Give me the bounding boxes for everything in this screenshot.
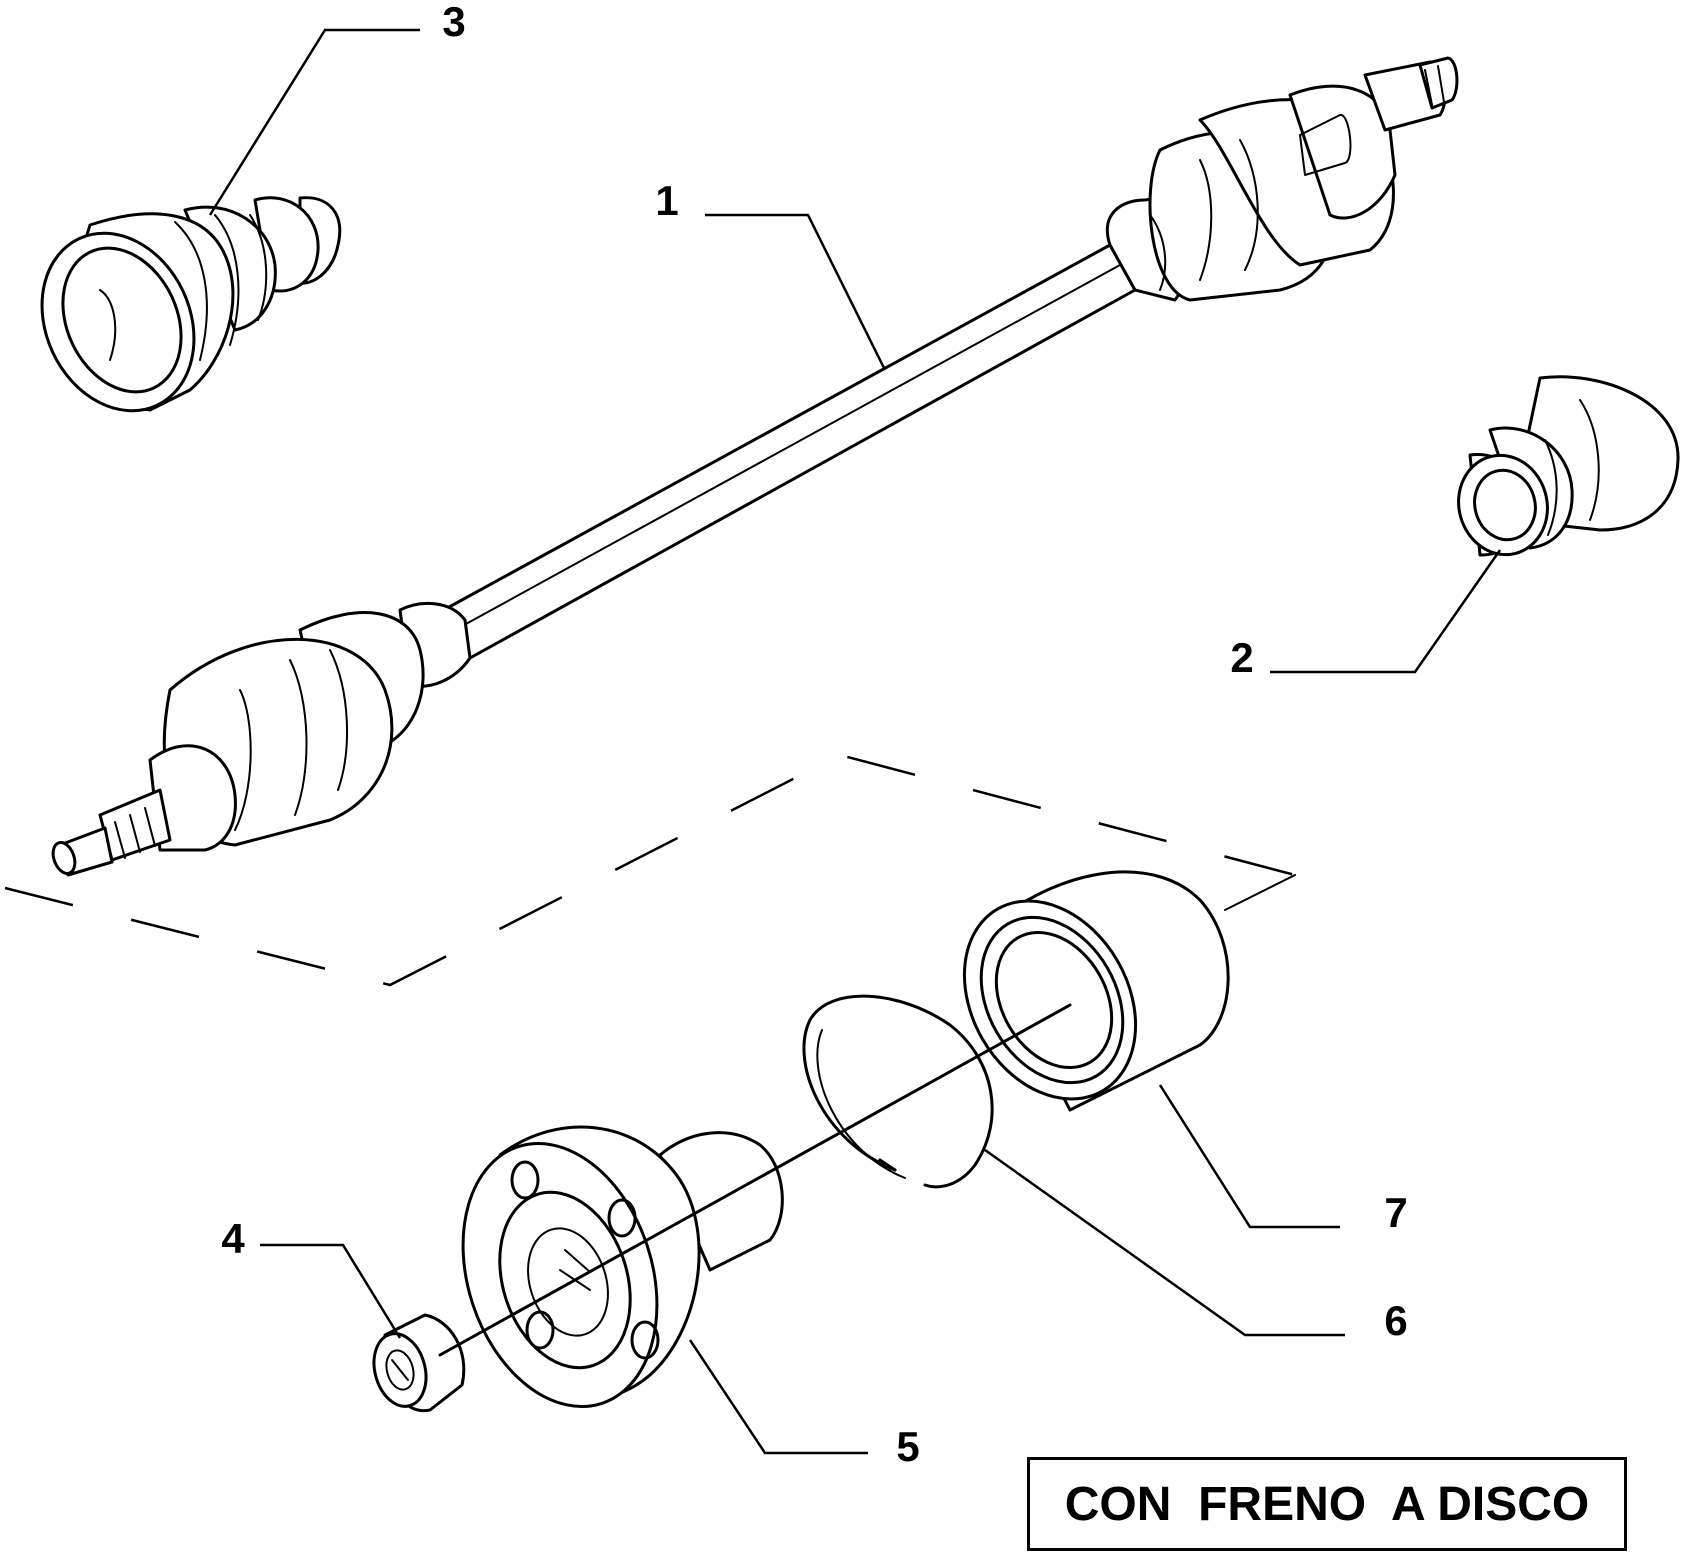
part-6-circlip xyxy=(802,994,994,1189)
part-5-wheel-hub xyxy=(461,1125,784,1409)
callout-5: 5 xyxy=(896,1423,919,1470)
callout-7: 7 xyxy=(1384,1189,1407,1236)
part-3-cv-joint-boot xyxy=(40,196,342,413)
part-2-boot xyxy=(1457,375,1680,557)
leader-lines xyxy=(208,28,1502,1455)
callout-6: 6 xyxy=(1384,1297,1407,1344)
part-1-drive-shaft xyxy=(51,56,1459,877)
leader-6 xyxy=(984,1148,1345,1337)
callout-4: 4 xyxy=(221,1215,245,1262)
part-7-wheel-bearing xyxy=(962,870,1230,1112)
assembly-axis-line xyxy=(438,1003,1072,1357)
leader-4 xyxy=(260,1243,402,1339)
leader-3 xyxy=(208,28,420,216)
callout-2: 2 xyxy=(1230,634,1253,681)
note-box: CON FRENO A DISCO xyxy=(1027,1457,1627,1551)
callout-3: 3 xyxy=(442,0,465,45)
leader-2 xyxy=(1270,549,1502,674)
leader-5 xyxy=(688,1339,868,1455)
callout-1: 1 xyxy=(655,177,678,224)
part-4-hub-nut xyxy=(372,1313,466,1413)
note-label: CON FRENO A DISCO xyxy=(1064,1477,1590,1531)
leader-1 xyxy=(705,213,887,371)
dashed-assembly-outline xyxy=(4,753,1296,987)
leader-7 xyxy=(1158,1084,1340,1229)
